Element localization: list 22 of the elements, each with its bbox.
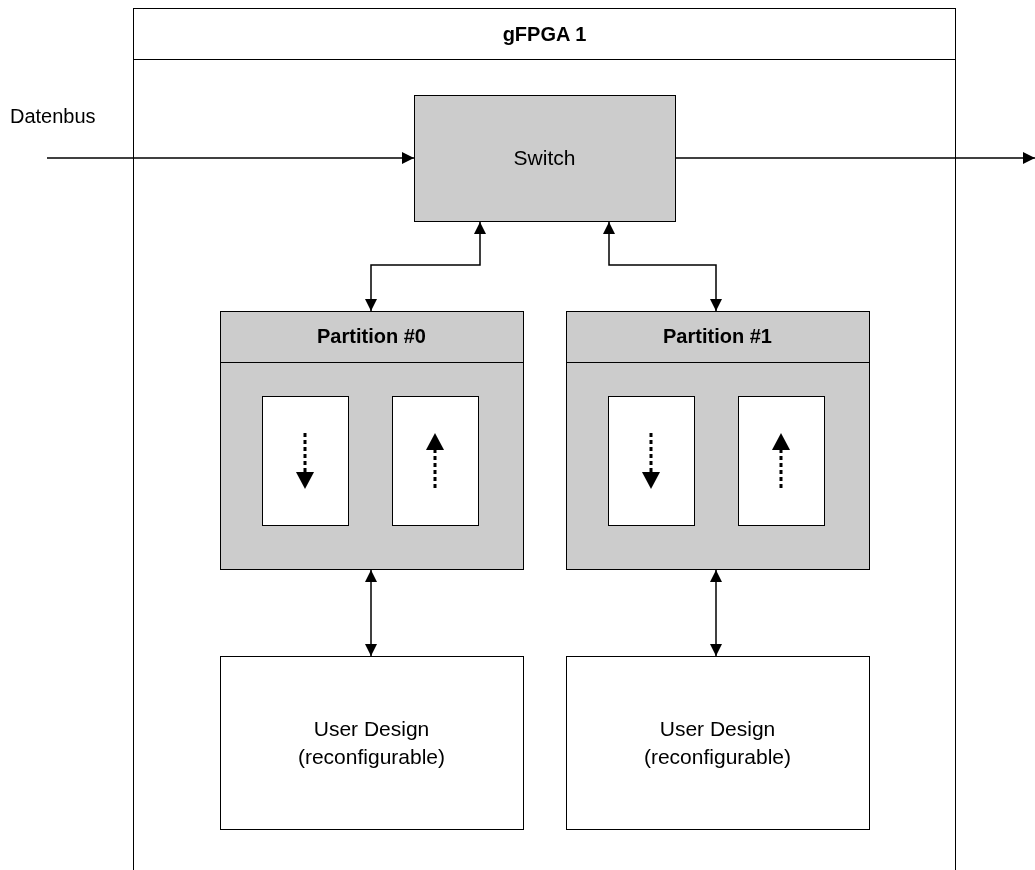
arrow [675,152,1035,164]
partition-title: Partition #0 [220,311,523,363]
buffer-box [738,396,825,526]
frame-title: gFPGA 1 [134,9,955,60]
box-label: User Design (reconfigurable) [296,716,447,770]
buffer-box [608,396,695,526]
design-box [219,655,524,830]
arrow [46,152,415,164]
box-label: User Design (reconfigurable) [642,716,793,770]
arrow [365,221,486,312]
arrow [710,569,722,657]
device-frame [133,8,956,870]
buffer-box [262,396,349,526]
partition-box [565,310,870,570]
switch-box [413,94,676,222]
buffer-box [392,396,479,526]
box-label: Switch [512,145,577,172]
design-box [565,655,870,830]
partition-title: Partition #1 [566,311,869,363]
arrow [603,221,722,312]
arrow [365,569,377,657]
partition-box [219,310,524,570]
